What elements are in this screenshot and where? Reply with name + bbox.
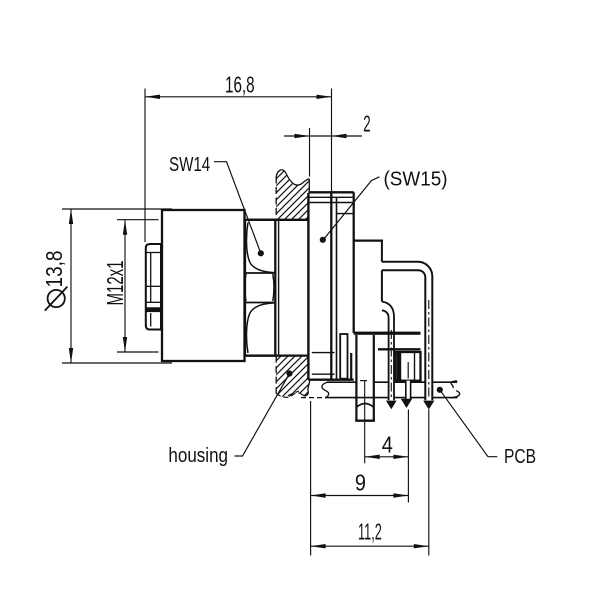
svg-text:SW14: SW14 — [169, 153, 210, 176]
svg-text:13,8: 13,8 — [41, 251, 67, 288]
svg-text:16,8: 16,8 — [225, 72, 255, 98]
svg-text:PCB: PCB — [504, 445, 536, 468]
svg-text:(SW15): (SW15) — [384, 168, 448, 191]
svg-text:M12x1: M12x1 — [102, 261, 128, 306]
svg-text:housing: housing — [168, 444, 228, 467]
svg-text:9: 9 — [355, 469, 366, 495]
svg-text:4: 4 — [382, 431, 393, 457]
svg-text:11,2: 11,2 — [358, 518, 382, 544]
svg-text:2: 2 — [363, 110, 370, 136]
